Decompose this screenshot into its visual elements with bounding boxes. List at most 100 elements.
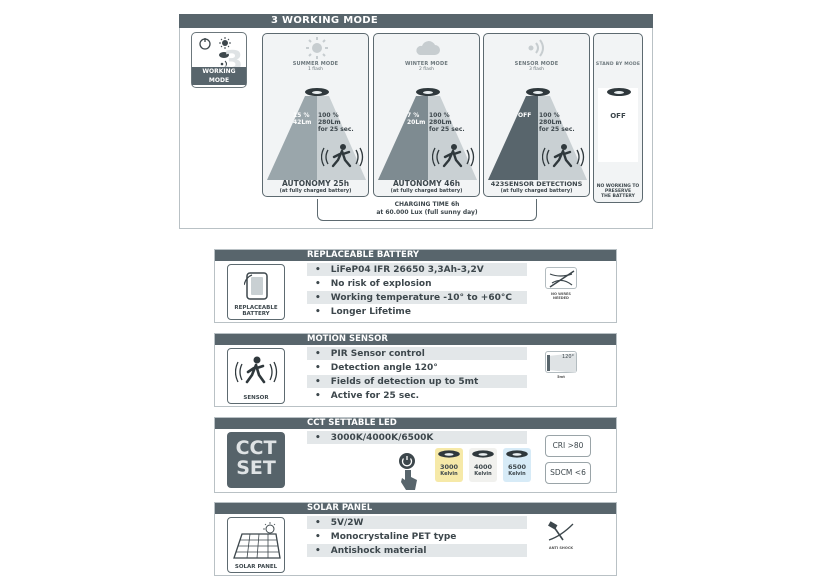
standby-beam-area	[598, 88, 638, 162]
detection-cone-icon	[547, 353, 576, 373]
bullet-item: Active for 25 sec.	[307, 389, 527, 403]
lamp-icon	[305, 88, 329, 96]
section-title: REPLACEABLE BATTERY	[215, 250, 616, 261]
bullet-item: Fields of detection up to 5mt	[307, 375, 527, 389]
battery-bullets: LiFeP04 IFR 26650 3,3Ah-3,2V No risk of …	[307, 263, 527, 319]
duration: for 25 sec.	[429, 126, 465, 133]
battery-icon	[244, 272, 268, 300]
lamp-icon	[438, 450, 460, 458]
section-title: CCT SETTABLE LED	[215, 418, 616, 429]
high-lumen: 280Lm	[318, 119, 341, 126]
lamp-icon	[526, 88, 550, 96]
section-title: MOTION SENSOR	[215, 334, 616, 345]
working-mode-title: 3 WORKING MODE	[179, 14, 653, 28]
bullet-item: Monocrystaline PET type	[307, 530, 527, 544]
charging-time: CHARGING TIME 6h at 60.000 Lux (full sun…	[317, 199, 537, 221]
motion-person-icon	[235, 356, 278, 384]
section-title: SOLAR PANEL	[215, 503, 616, 514]
angle-label: 120°	[562, 354, 575, 360]
sensor-mode-panel: SENSOR MODE 3 flash OFF 100 % 280Lm for …	[483, 33, 590, 197]
mode-flash: 2 flash	[418, 67, 435, 72]
mode-name: WINTER MODE	[405, 61, 448, 67]
mode-name: SUMMER MODE	[292, 61, 339, 67]
cct-text: CCT	[235, 437, 277, 459]
sensor-caption: SENSOR	[243, 395, 269, 401]
mode-symbols-icon	[199, 37, 231, 68]
high-lumen: 280Lm	[429, 119, 452, 126]
standby-note-2: PRESERVE	[604, 189, 632, 194]
cloud-icon	[416, 41, 440, 55]
high-percent: 100 %	[318, 112, 339, 119]
low-lumen: 42Lm	[293, 119, 312, 126]
solar-panel-section: SOLAR PANEL SOLAR PANEL 5V/2W Monocrysta…	[214, 502, 617, 576]
bullet-item: LiFeP04 IFR 26650 3,3Ah-3,2V	[307, 263, 527, 277]
light-beam	[488, 96, 587, 180]
no-wires-icon	[545, 267, 577, 289]
winter-mode-panel: WINTER MODE 2 flash 7 % 20Lm 100 % 280Lm…	[373, 33, 480, 197]
cri-spec: CRI >80	[545, 435, 591, 457]
working-mode-icon: 3 WORKING MODE	[191, 32, 247, 88]
low-lumen: 20Lm	[407, 119, 426, 126]
kelvin-unit: Kelvin	[508, 471, 526, 477]
kelvin-value: 6500	[507, 463, 527, 471]
autonomy: AUTONOMY 25h	[281, 179, 350, 188]
low-percent: 7 %	[407, 112, 420, 119]
bullet-item: Longer Lifetime	[307, 305, 527, 319]
standby-off: OFF	[610, 112, 626, 120]
bullet-item: No risk of explosion	[307, 277, 527, 291]
mode-flash: 1 flash	[307, 67, 324, 72]
solar-caption: SOLAR PANEL	[234, 564, 278, 570]
solar-panel-icon-box: SOLAR PANEL	[227, 517, 285, 573]
bullet-item: 5V/2W	[307, 516, 527, 530]
kelvin-6500: 6500 Kelvin	[503, 448, 531, 482]
battery-icon-box: REPLACEABLE BATTERY	[227, 264, 285, 320]
standby-note-3: THE BATTERY	[601, 194, 635, 199]
motion-person-icon	[321, 144, 364, 168]
autonomy-note: (at fully charged battery)	[390, 188, 463, 194]
summer-mode-panel: SUMMER MODE 1 flash 15 % 42Lm 100 % 280L…	[262, 33, 369, 197]
battery-caption: REPLACEABLE BATTERY	[234, 305, 278, 317]
cct-led-section: CCT SETTABLE LED CCT SET 3000K/4000K/650…	[214, 417, 617, 493]
kelvin-3000: 3000 Kelvin	[435, 448, 463, 482]
autonomy-note: (at fully charged battery)	[500, 188, 573, 194]
high-percent: 100 %	[429, 112, 450, 119]
bullet-item: 3000K/4000K/6500K	[307, 431, 527, 445]
sensor-detections: 423SENSOR DETECTIONS	[490, 180, 583, 188]
kelvin-unit: Kelvin	[474, 471, 492, 477]
solar-bullets: 5V/2W Monocrystaline PET type Antishock …	[307, 516, 527, 558]
sdcm-spec: SDCM <6	[545, 462, 591, 484]
motion-sensor-section: MOTION SENSOR SENSOR PIR Sensor control …	[214, 333, 617, 407]
working-mode-icon-label: WORKING MODE	[192, 67, 246, 85]
standby-mode-panel: STAND BY MODE OFF NO WORKING TO PRESERVE…	[593, 33, 643, 203]
high-percent: 100 %	[539, 112, 560, 119]
motion-person-icon	[542, 144, 585, 168]
motion-person-icon	[432, 144, 475, 168]
lamp-icon	[506, 450, 528, 458]
light-beam	[267, 96, 366, 180]
power-button-hand-icon	[399, 453, 417, 490]
kelvin-value: 3000	[439, 463, 459, 471]
cct-bullets: 3000K/4000K/6500K	[307, 431, 527, 445]
no-wires-caption: NO WIRES NEEDED	[551, 292, 571, 300]
lamp-icon	[472, 450, 494, 458]
kelvin-4000: 4000 Kelvin	[469, 448, 497, 482]
bullet-item: Antishock material	[307, 544, 527, 558]
kelvin-unit: Kelvin	[440, 471, 458, 477]
high-lumen: 280Lm	[539, 119, 562, 126]
light-beam	[378, 96, 477, 180]
replaceable-battery-section: REPLACEABLE BATTERY REPLACEABLE BATTERY …	[214, 249, 617, 323]
charging-time-line1: CHARGING TIME 6h	[394, 201, 460, 208]
range-caption: 5mt	[557, 375, 565, 379]
solar-panel-icon	[233, 522, 281, 559]
charging-time-line2: at 60.000 Lux (full sunny day)	[376, 209, 478, 216]
low-percent: OFF	[518, 112, 532, 119]
detection-angle-icon: 120°	[545, 351, 577, 373]
mode-name: SENSOR MODE	[514, 61, 559, 67]
standby-note-1: NO WORKING TO	[596, 184, 640, 189]
sensor-icon-box: SENSOR	[227, 348, 285, 404]
lamp-icon	[416, 88, 440, 96]
cct-set-icon: CCT SET	[227, 432, 285, 488]
autonomy: AUTONOMY 46h	[392, 179, 461, 188]
kelvin-value: 4000	[473, 463, 493, 471]
bullet-item: Working temperature -10° to +60°C	[307, 291, 527, 305]
